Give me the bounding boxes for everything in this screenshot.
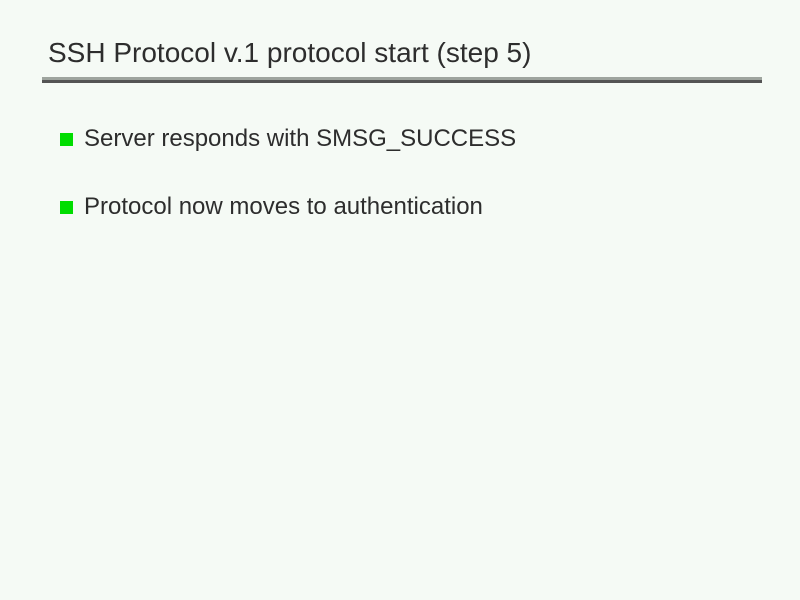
bullet-square-icon xyxy=(60,132,73,146)
bullet-item: Server responds with SMSG_SUCCESS xyxy=(60,124,516,154)
title-underline-shadow xyxy=(42,80,762,83)
slide-title: SSH Protocol v.1 protocol start (step 5) xyxy=(48,37,532,68)
title-underline-highlight xyxy=(42,77,762,80)
title-underline xyxy=(42,77,762,83)
bullet-list: Server responds with SMSG_SUCCESS Protoc… xyxy=(60,124,516,260)
bullet-square-icon xyxy=(60,200,73,214)
bullet-item: Protocol now moves to authentication xyxy=(60,192,516,222)
bullet-text: Server responds with SMSG_SUCCESS xyxy=(84,125,517,152)
bullet-text: Protocol now moves to authentication xyxy=(84,193,483,220)
